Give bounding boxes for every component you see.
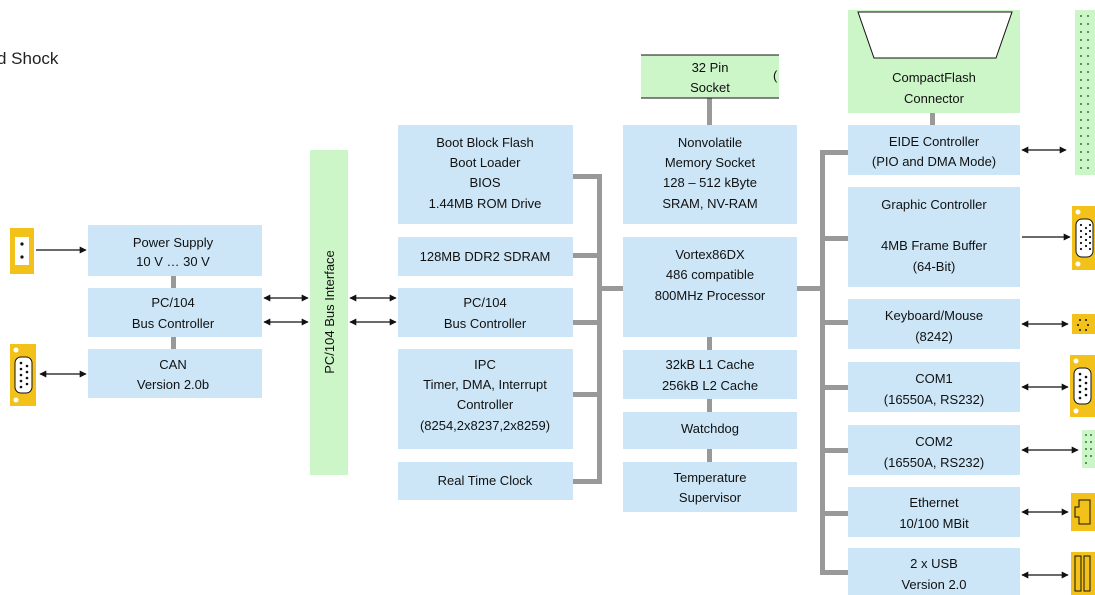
compactflash-connector: CompactFlash Connector <box>848 10 1020 113</box>
pin-socket: 32 Pin Socket ( <box>641 54 779 99</box>
ipc-box: IPC Timer, DMA, Interrupt Controller (82… <box>398 349 573 449</box>
svg-text:10/100 MBit: 10/100 MBit <box>899 516 969 531</box>
svg-text:CompactFlash: CompactFlash <box>892 70 976 85</box>
svg-text:Version 2.0b: Version 2.0b <box>137 377 209 392</box>
svg-text:Socket: Socket <box>690 80 730 95</box>
svg-text:Power Supply: Power Supply <box>133 235 214 250</box>
rj45-connector-icon <box>1071 493 1095 531</box>
svg-text:Bus Controller: Bus Controller <box>444 316 527 331</box>
svg-text:IPC: IPC <box>474 357 496 372</box>
svg-text:Boot Loader: Boot Loader <box>450 155 522 170</box>
svg-text:Ethernet: Ethernet <box>909 495 959 510</box>
power-connector-icon <box>10 228 34 274</box>
svg-text:Graphic Controller: Graphic Controller <box>881 197 987 212</box>
svg-text:(16550A, RS232): (16550A, RS232) <box>884 392 984 407</box>
svg-text:COM2: COM2 <box>915 434 953 449</box>
svg-text:BIOS: BIOS <box>469 175 500 190</box>
svg-text:Memory Socket: Memory Socket <box>665 155 756 170</box>
svg-text:EIDE Controller: EIDE Controller <box>889 134 980 149</box>
arrows <box>36 146 1079 579</box>
cache-box: 32kB L1 Cache 256kB L2 Cache <box>623 350 797 399</box>
svg-text:32kB L1 Cache: 32kB L1 Cache <box>666 357 755 372</box>
middle-bus-controller-box: PC/104 Bus Controller <box>398 288 573 337</box>
ddr2-box: 128MB DDR2 SDRAM <box>398 237 573 276</box>
svg-text:Keyboard/Mouse: Keyboard/Mouse <box>885 308 983 323</box>
svg-text:32 Pin: 32 Pin <box>692 60 729 75</box>
svg-text:PC/104: PC/104 <box>151 295 194 310</box>
svg-text:Boot Block Flash: Boot Block Flash <box>436 135 534 150</box>
svg-text:SRAM, NV-RAM: SRAM, NV-RAM <box>662 196 757 211</box>
svg-text:10 V … 30 V: 10 V … 30 V <box>136 254 210 269</box>
pc104-bus-interface: PC/104 Bus Interface <box>310 150 348 475</box>
usb-box: 2 x USB Version 2.0 <box>848 548 1020 595</box>
usb-connector-icon <box>1071 552 1095 595</box>
svg-text:4MB Frame Buffer: 4MB Frame Buffer <box>881 238 988 253</box>
svg-text:Connector: Connector <box>904 91 965 106</box>
boot-flash-box: Boot Block Flash Boot Loader BIOS 1.44MB… <box>398 125 573 224</box>
cpu-box: Vortex86DX 486 compatible 800MHz Process… <box>623 237 797 337</box>
can-box: CAN Version 2.0b <box>88 349 262 398</box>
ps2-connector-icon <box>1072 314 1095 334</box>
com1-box: COM1 (16550A, RS232) <box>848 362 1020 412</box>
bus-lines <box>171 98 935 575</box>
svg-text:Watchdog: Watchdog <box>681 421 739 436</box>
com1-db9-connector-icon <box>1070 355 1095 417</box>
svg-text:Timer, DMA, Interrupt: Timer, DMA, Interrupt <box>423 377 547 392</box>
svg-text:PC/104 Bus Interface: PC/104 Bus Interface <box>322 250 337 374</box>
corner-text: d Shock <box>0 49 59 68</box>
svg-text:Controller: Controller <box>457 397 514 412</box>
svg-text:(8254,2x8237,2x8259): (8254,2x8237,2x8259) <box>420 418 550 433</box>
svg-text:(: ( <box>773 68 778 83</box>
svg-text:COM1: COM1 <box>915 371 953 386</box>
eide-box: EIDE Controller (PIO and DMA Mode) <box>848 125 1020 175</box>
db9-connector-icon <box>10 344 36 406</box>
svg-text:256kB L2 Cache: 256kB L2 Cache <box>662 378 758 393</box>
svg-text:2 x USB: 2 x USB <box>910 556 958 571</box>
svg-text:1.44MB ROM Drive: 1.44MB ROM Drive <box>429 196 542 211</box>
svg-text:128 – 512 kByte: 128 – 512 kByte <box>663 175 757 190</box>
svg-text:(PIO and DMA Mode): (PIO and DMA Mode) <box>872 154 996 169</box>
svg-text:486 compatible: 486 compatible <box>666 267 754 282</box>
svg-text:128MB DDR2 SDRAM: 128MB DDR2 SDRAM <box>420 249 551 264</box>
svg-text:800MHz Processor: 800MHz Processor <box>655 288 766 303</box>
graphic-box: Graphic Controller 4MB Frame Buffer (64-… <box>848 187 1020 287</box>
svg-text:(64-Bit): (64-Bit) <box>913 259 956 274</box>
rtc-box: Real Time Clock <box>398 462 573 500</box>
left-bus-controller-box: PC/104 Bus Controller <box>88 288 262 337</box>
svg-text:(16550A, RS232): (16550A, RS232) <box>884 455 984 470</box>
nvram-box: Nonvolatile Memory Socket 128 – 512 kByt… <box>623 125 797 224</box>
svg-text:(8242): (8242) <box>915 329 953 344</box>
svg-text:PC/104: PC/104 <box>463 295 506 310</box>
svg-text:Supervisor: Supervisor <box>679 490 742 505</box>
ide-header-icon <box>1075 10 1095 175</box>
keyboard-box: Keyboard/Mouse (8242) <box>848 299 1020 349</box>
svg-text:Temperature: Temperature <box>674 470 747 485</box>
pin-header-icon <box>1082 430 1095 468</box>
watchdog-box: Watchdog <box>623 412 797 449</box>
svg-text:CAN: CAN <box>159 357 186 372</box>
ethernet-box: Ethernet 10/100 MBit <box>848 487 1020 537</box>
vga-connector-icon <box>1072 206 1095 270</box>
svg-text:Vortex86DX: Vortex86DX <box>675 247 745 262</box>
temperature-box: Temperature Supervisor <box>623 462 797 512</box>
com2-box: COM2 (16550A, RS232) <box>848 425 1020 475</box>
power-supply-box: Power Supply 10 V … 30 V <box>88 225 262 276</box>
svg-text:Bus Controller: Bus Controller <box>132 316 215 331</box>
svg-text:Nonvolatile: Nonvolatile <box>678 135 742 150</box>
svg-text:Version 2.0: Version 2.0 <box>901 577 966 592</box>
svg-text:Real Time Clock: Real Time Clock <box>438 473 533 488</box>
